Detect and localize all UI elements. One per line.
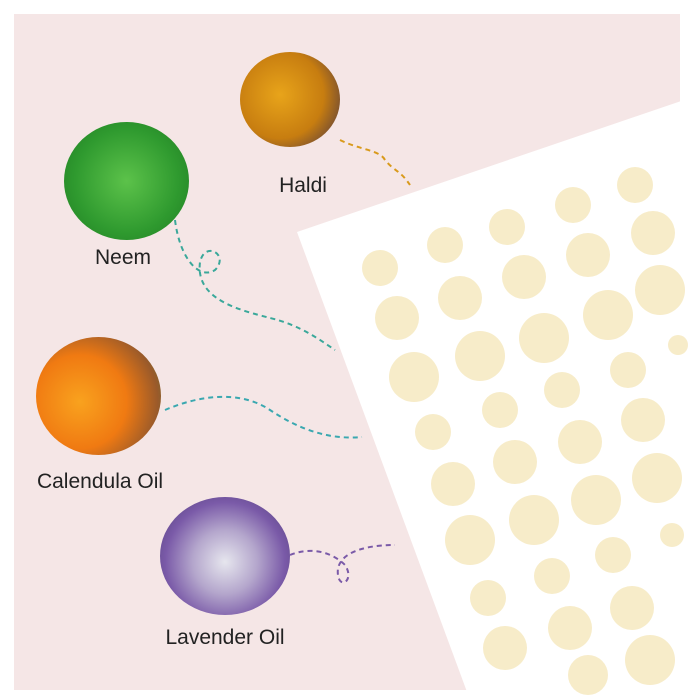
- label-calendula-oil: Calendula Oil: [36, 470, 164, 493]
- acne-patch: [502, 255, 546, 299]
- neem-connector: [174, 219, 336, 351]
- acne-patch: [558, 420, 602, 464]
- calendula-oil-image: [36, 337, 161, 455]
- acne-patch: [362, 250, 398, 286]
- acne-patch: [544, 372, 580, 408]
- acne-patch: [470, 580, 506, 616]
- acne-patch: [568, 655, 608, 695]
- acne-patch: [668, 335, 688, 355]
- acne-patch: [625, 635, 675, 685]
- acne-patch: [483, 626, 527, 670]
- acne-patch: [548, 606, 592, 650]
- acne-patch: [583, 290, 633, 340]
- acne-patch: [621, 398, 665, 442]
- acne-patch: [635, 265, 685, 315]
- lavender-oil-image: [160, 497, 290, 615]
- acne-patch: [595, 537, 631, 573]
- acne-patch: [555, 187, 591, 223]
- acne-patch: [632, 453, 682, 503]
- acne-patch: [445, 515, 495, 565]
- acne-patch: [493, 440, 537, 484]
- acne-patch: [438, 276, 482, 320]
- calendula-connector: [164, 395, 363, 439]
- label-haldi: Haldi: [279, 174, 327, 197]
- acne-patch: [509, 495, 559, 545]
- acne-patch: [482, 392, 518, 428]
- acne-patch: [519, 313, 569, 363]
- acne-patch: [431, 462, 475, 506]
- label-neem: Neem: [94, 246, 152, 269]
- acne-patch: [610, 352, 646, 388]
- acne-patch: [427, 227, 463, 263]
- acne-patch: [389, 352, 439, 402]
- acne-patch: [415, 414, 451, 450]
- acne-patch: [534, 558, 570, 594]
- neem-image: [64, 122, 189, 240]
- acne-patch: [489, 209, 525, 245]
- acne-patch: [566, 233, 610, 277]
- acne-patch: [375, 296, 419, 340]
- acne-patch: [617, 167, 653, 203]
- acne-patch: [631, 211, 675, 255]
- label-lavender-oil: Lavender Oil: [165, 626, 285, 649]
- acne-patch: [610, 586, 654, 630]
- acne-patch: [660, 523, 684, 547]
- acne-patch: [455, 331, 505, 381]
- acne-patch: [571, 475, 621, 525]
- haldi-image: [240, 52, 340, 147]
- haldi-connector: [339, 139, 411, 186]
- lavender-connector: [289, 544, 396, 584]
